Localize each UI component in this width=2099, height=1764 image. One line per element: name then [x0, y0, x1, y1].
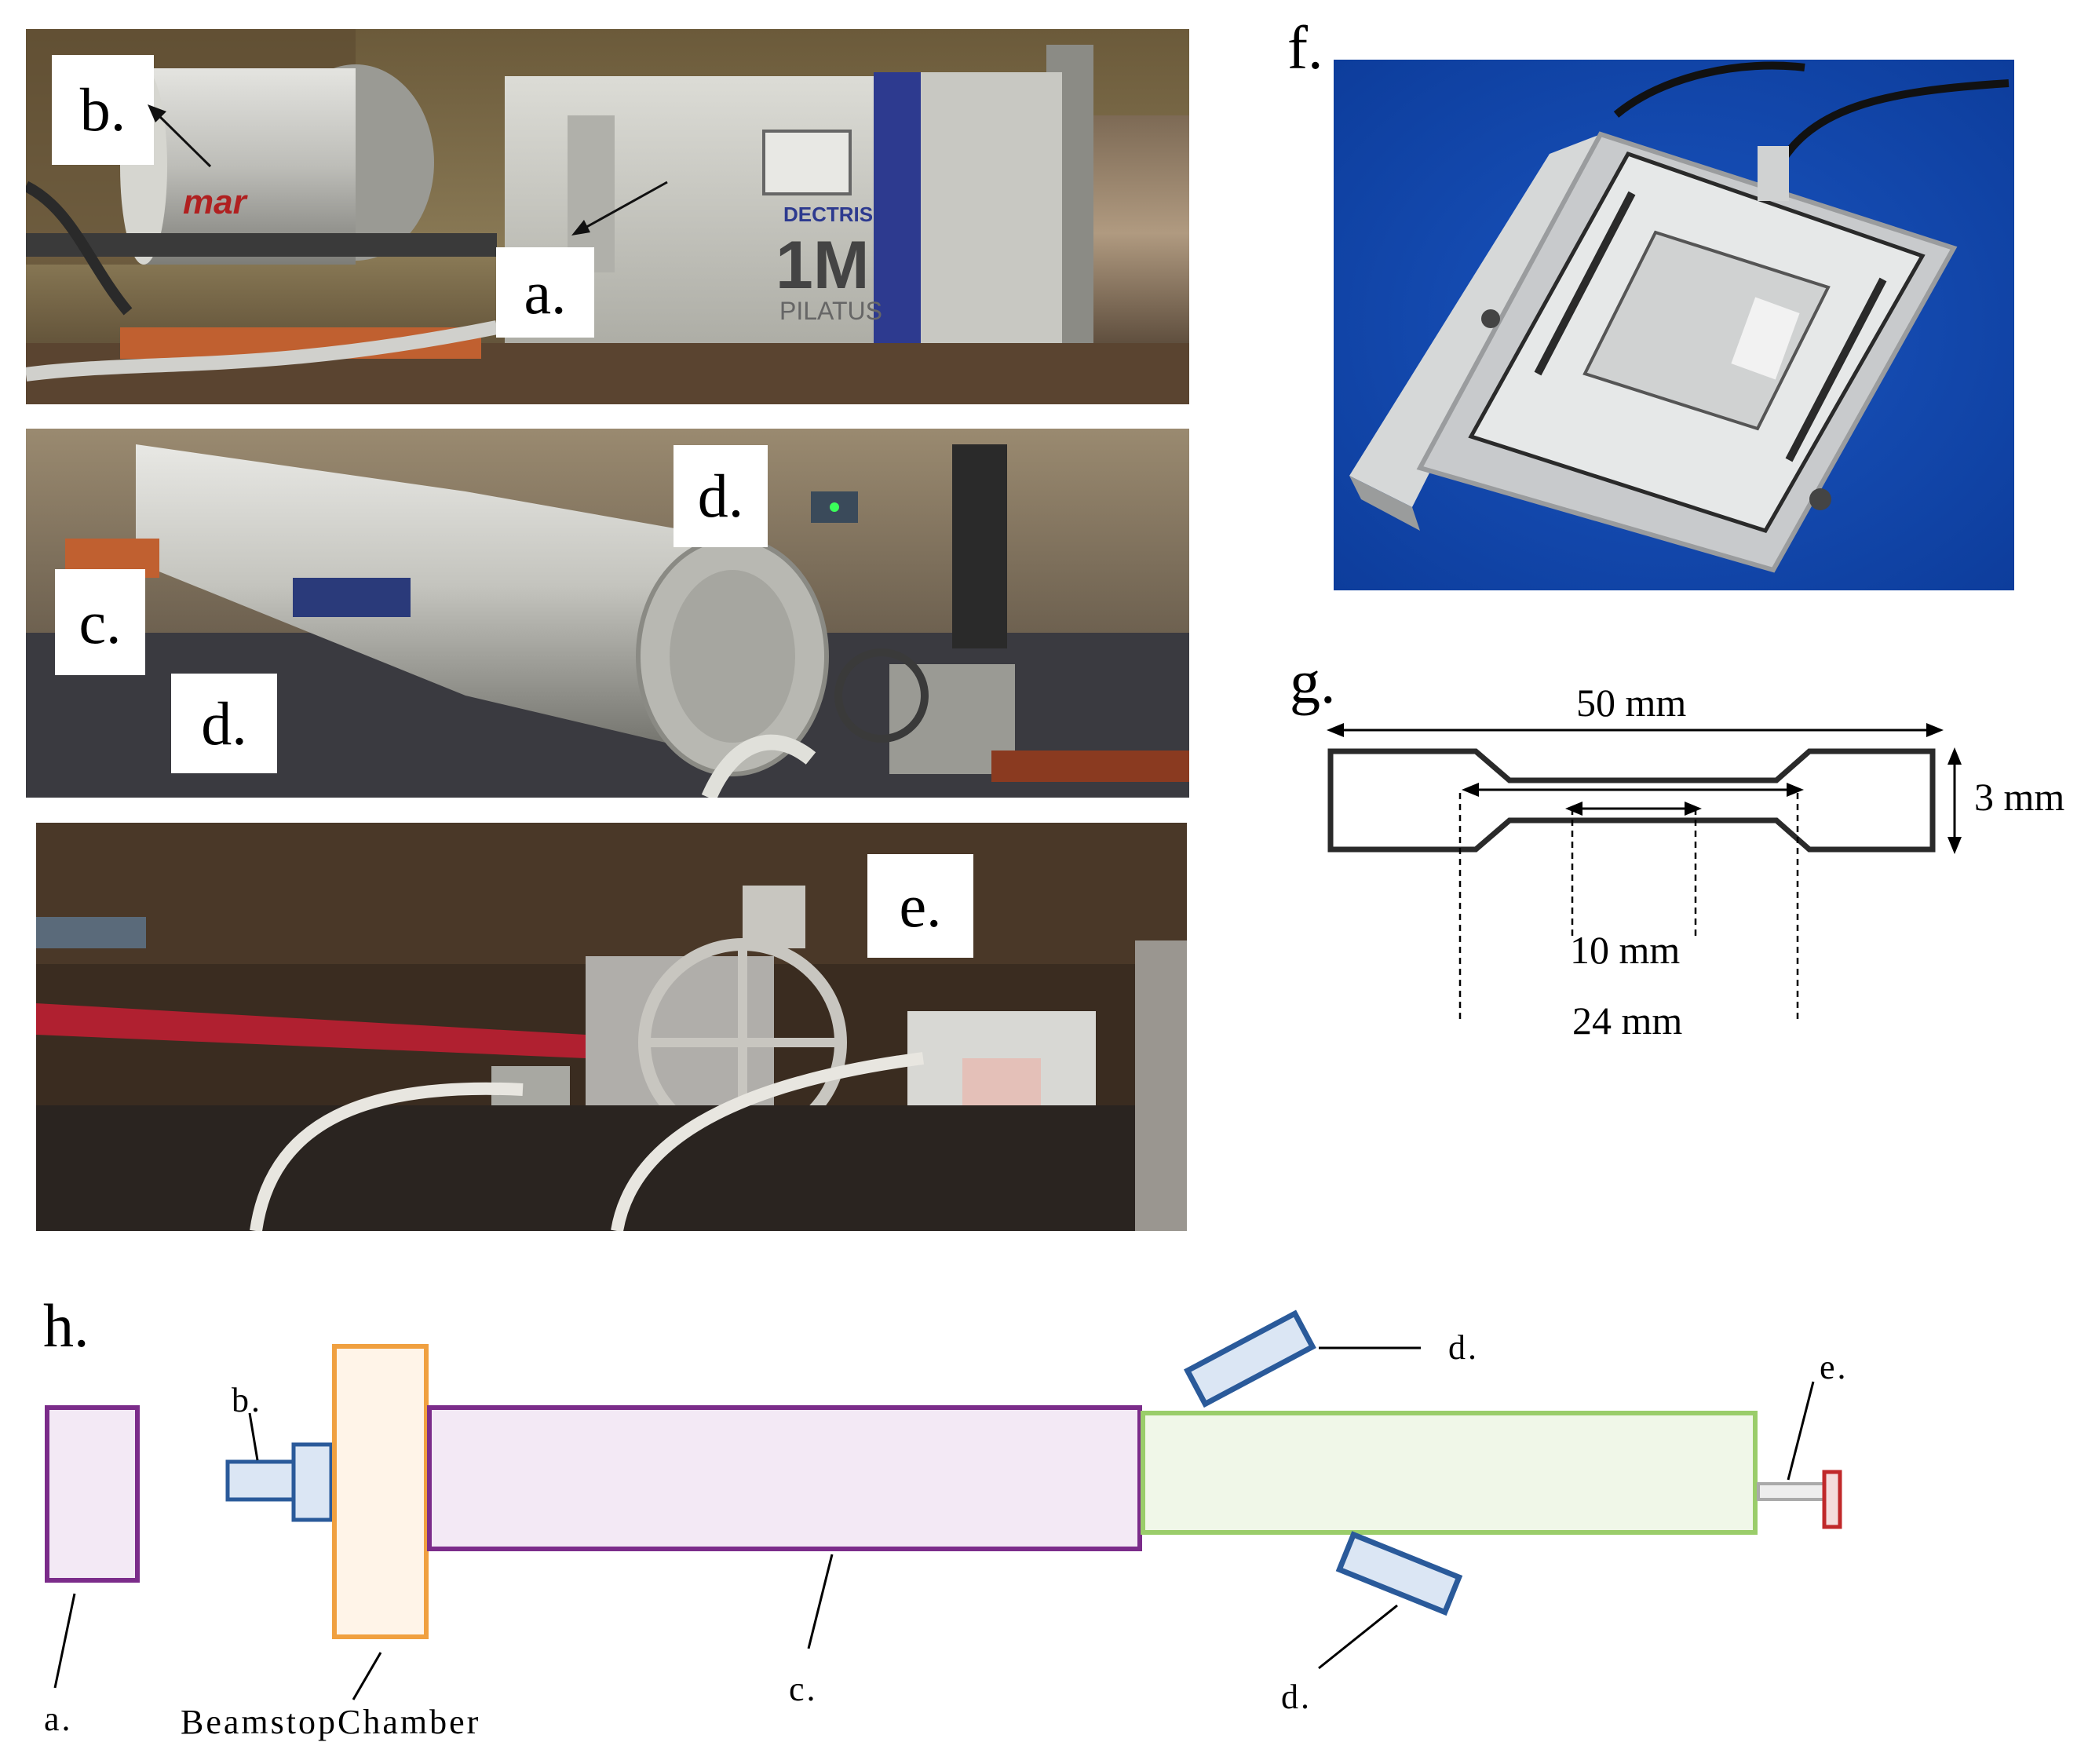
photo-sample-stage: [36, 823, 1187, 1231]
dim-length-label: 50 mm: [1576, 681, 1687, 725]
brand-dectris: DECTRIS: [783, 203, 873, 226]
brand-1m: 1M: [776, 228, 869, 303]
schematic-stage-e: [1822, 1470, 1842, 1529]
label-d-photo-bottom: d.: [171, 674, 277, 773]
schematic-detector-a: [45, 1405, 140, 1583]
schematic-label-e: e.: [1820, 1348, 1849, 1386]
dim-parallel-label: 24 mm: [1572, 999, 1683, 1043]
schematic-label-chamber-word: Chamber: [337, 1703, 481, 1741]
schematic-stage-rod: [1757, 1482, 1826, 1501]
panel-letter-f: f.: [1287, 13, 1323, 82]
label-c-photo: c.: [55, 569, 145, 675]
specimen-outline: [1327, 748, 1936, 853]
schematic-label-d-bottom: d.: [1281, 1678, 1312, 1716]
schematic-flight-tube: [427, 1405, 1142, 1551]
panel-letter-h: h.: [43, 1291, 89, 1360]
schematic-label-c: c.: [789, 1670, 818, 1708]
schematic-label-b: b.: [232, 1381, 262, 1419]
dim-gauge-label: 10 mm: [1570, 928, 1681, 972]
photo-detectors: DECTRIS 1M PILATUS mar: [26, 29, 1189, 404]
panel-letter-g: g.: [1290, 648, 1336, 716]
brand-pilatus: PILATUS: [779, 297, 882, 325]
schematic-label-d-top: d.: [1448, 1328, 1479, 1367]
schematic-waxs-top: [1184, 1309, 1316, 1408]
schematic-waxs-bottom: [1335, 1531, 1463, 1616]
label-d-photo-top: d.: [674, 445, 768, 547]
photo-tensile-stage: [1334, 60, 2014, 590]
schematic-label-beamstop: BeamstopChamber: [181, 1705, 480, 1740]
dim-width-label: 3 mm: [1974, 775, 2065, 819]
photo-flight-tube: [26, 429, 1189, 798]
schematic-label-a: a.: [44, 1700, 73, 1738]
schematic-detector-b: [225, 1459, 296, 1502]
label-a-photo: a.: [496, 247, 594, 338]
schematic-sample-chamber: [1141, 1411, 1758, 1535]
schematic-label-beamstop-word: Beamstop: [181, 1703, 338, 1741]
brand-mar: mar: [183, 183, 249, 221]
schematic-beamstop-chamber: [332, 1344, 429, 1639]
label-b-photo: b.: [52, 55, 154, 165]
label-e-photo: e.: [867, 854, 973, 958]
